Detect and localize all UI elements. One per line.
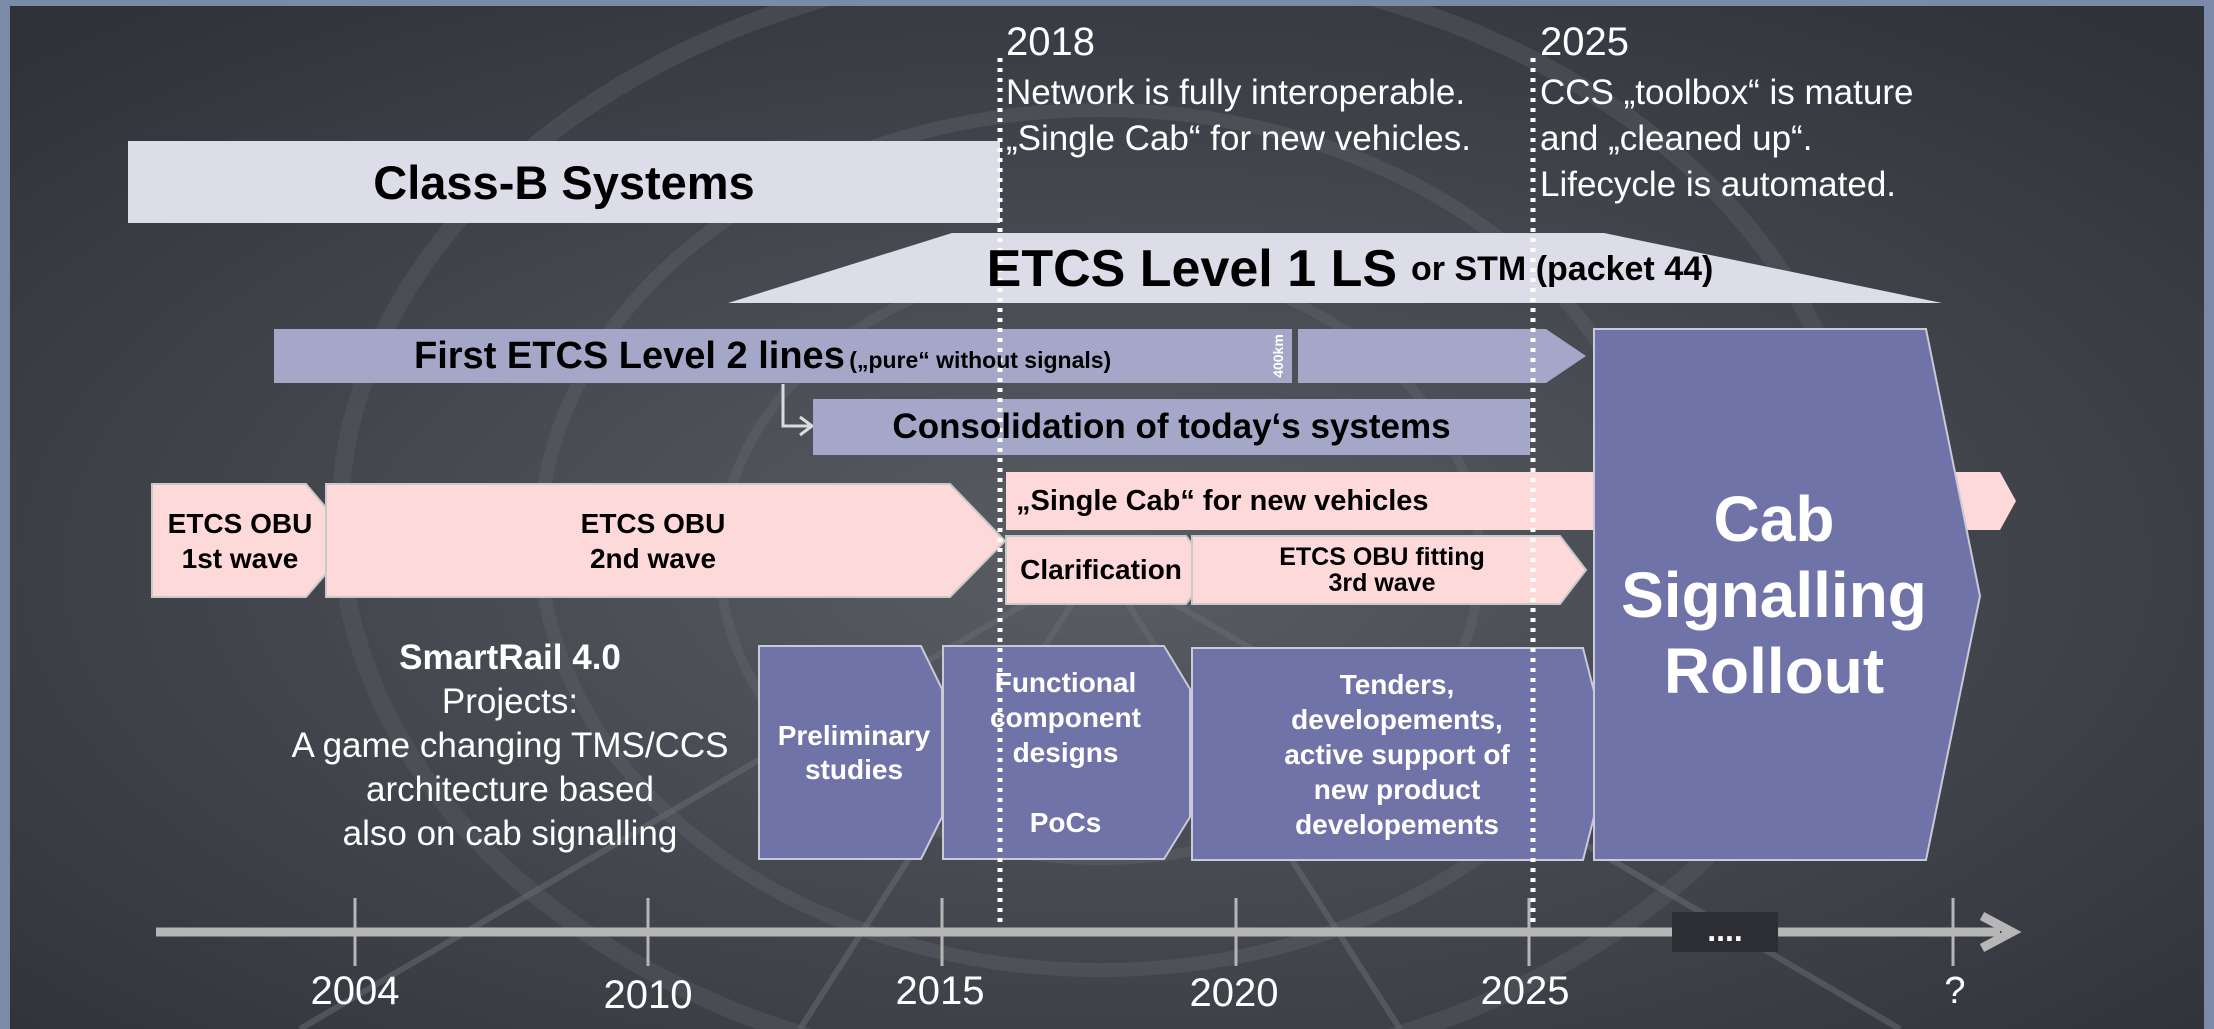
connector-arrowhead [799,415,815,437]
axis-gap [1672,912,1778,952]
clarification-label: Clarification [1020,554,1182,585]
functional-label: Functional component designs PoCs [990,667,1141,838]
axis-tick-2010: 2010 [603,972,693,1017]
milestone-2018-year: 2018 [1006,20,1095,64]
milestone-2025-year: 2025 [1540,20,1629,64]
rollout-label: Cab Signalling Rollout [1621,482,1927,707]
etcs-level1-sub: or STM (packet 44) [1411,249,1714,288]
preliminary-label: Preliminary studies [777,719,931,785]
milestone-2018-text: Network is fully interoperable. „Single … [1006,73,1471,158]
axis-tick-2025: 2025 [1480,968,1570,1013]
axis-tick-2015: 2015 [895,968,985,1013]
rollout-shape [1593,328,1982,861]
etcs-level1-bar [728,233,1942,303]
single-cab-label: „Single Cab“ for new vehicles [1016,485,1429,517]
axis-ellipsis: .... [1707,911,1743,948]
etcs-level2-bar [274,329,1292,383]
obu-2nd-wave-shape [325,483,1007,598]
consolidation-label: Consolidation of today‘s systems [892,407,1451,446]
obu-1st-wave-label: ETCS OBU 1st wave [167,507,313,574]
smartrail-body: Projects: A game changing TMS/CCS archit… [291,682,729,853]
consolidation-connector [781,384,810,428]
obu-2nd-wave-label: ETCS OBU 2nd wave [580,507,726,574]
etcs-level2-arrow [1298,329,1586,383]
etcs-level2-400km-marker: 400km [1270,334,1286,378]
timeline-arrowhead [1979,912,2022,952]
functional-shape [942,645,1191,860]
obu-3rd-wave-shape [1191,535,1588,605]
axis-tick-2004: 2004 [310,968,400,1013]
axis-tick-unknown: ? [1944,969,1966,1012]
axis-tick-2020: 2020 [1189,970,1279,1015]
obu-3rd-wave-label: ETCS OBU fitting 3rd wave [1279,543,1485,597]
milestone-2025-text: CCS „toolbox“ is mature and „cleaned up“… [1540,73,1914,204]
consolidation-bar [813,399,1530,455]
smartrail-title: SmartRail 4.0 [399,638,621,677]
etcs-level2-sub: („pure“ without signals) [849,347,1112,373]
class-b-bar [128,141,1000,223]
etcs-level1-label: ETCS Level 1 LS or STM (packet 44) [900,236,1800,302]
etcs-level1-main: ETCS Level 1 LS [986,240,1398,298]
class-b-label: Class-B Systems [373,155,755,209]
etcs-level2-main: First ETCS Level 2 lines [414,335,845,377]
tenders-label: Tenders, developements, active support o… [1284,668,1510,840]
etcs-level2-label: First ETCS Level 2 lines („pure“ without… [414,330,1111,382]
smartrail-block: SmartRail 4.0 Projects: A game changing … [220,636,800,856]
